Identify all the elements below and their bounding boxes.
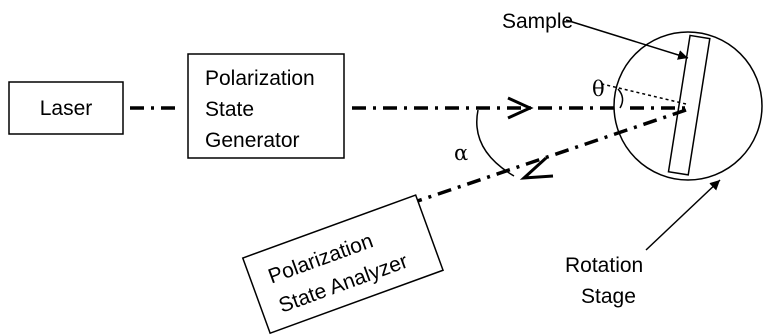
theta-arc [617,88,624,109]
alpha-symbol: α [454,141,468,165]
theta-symbol: θ [592,77,605,101]
sample-slab [667,34,711,176]
sample-pointer-line [565,19,689,60]
rotation-label-line2: Stage [581,285,636,308]
laser-label: Laser [40,97,93,120]
psa-box: Polarization State Analyzer [241,194,444,335]
rotation-pointer-line [645,179,721,251]
alpha-arc [476,109,515,177]
psg-box: Polarization State Generator [187,53,345,159]
rotation-label-line1: Rotation [565,254,643,277]
reflected-beam-arrowhead [519,156,554,180]
laser-box: Laser [8,81,124,135]
psg-label-line2: State [205,98,254,121]
sample-label: Sample [502,10,573,33]
sample-normal-line [601,83,687,105]
psg-label-line1: Polarization [205,67,315,90]
incident-beam-arrowhead [507,96,534,120]
psg-label-line3: Generator [205,129,300,152]
